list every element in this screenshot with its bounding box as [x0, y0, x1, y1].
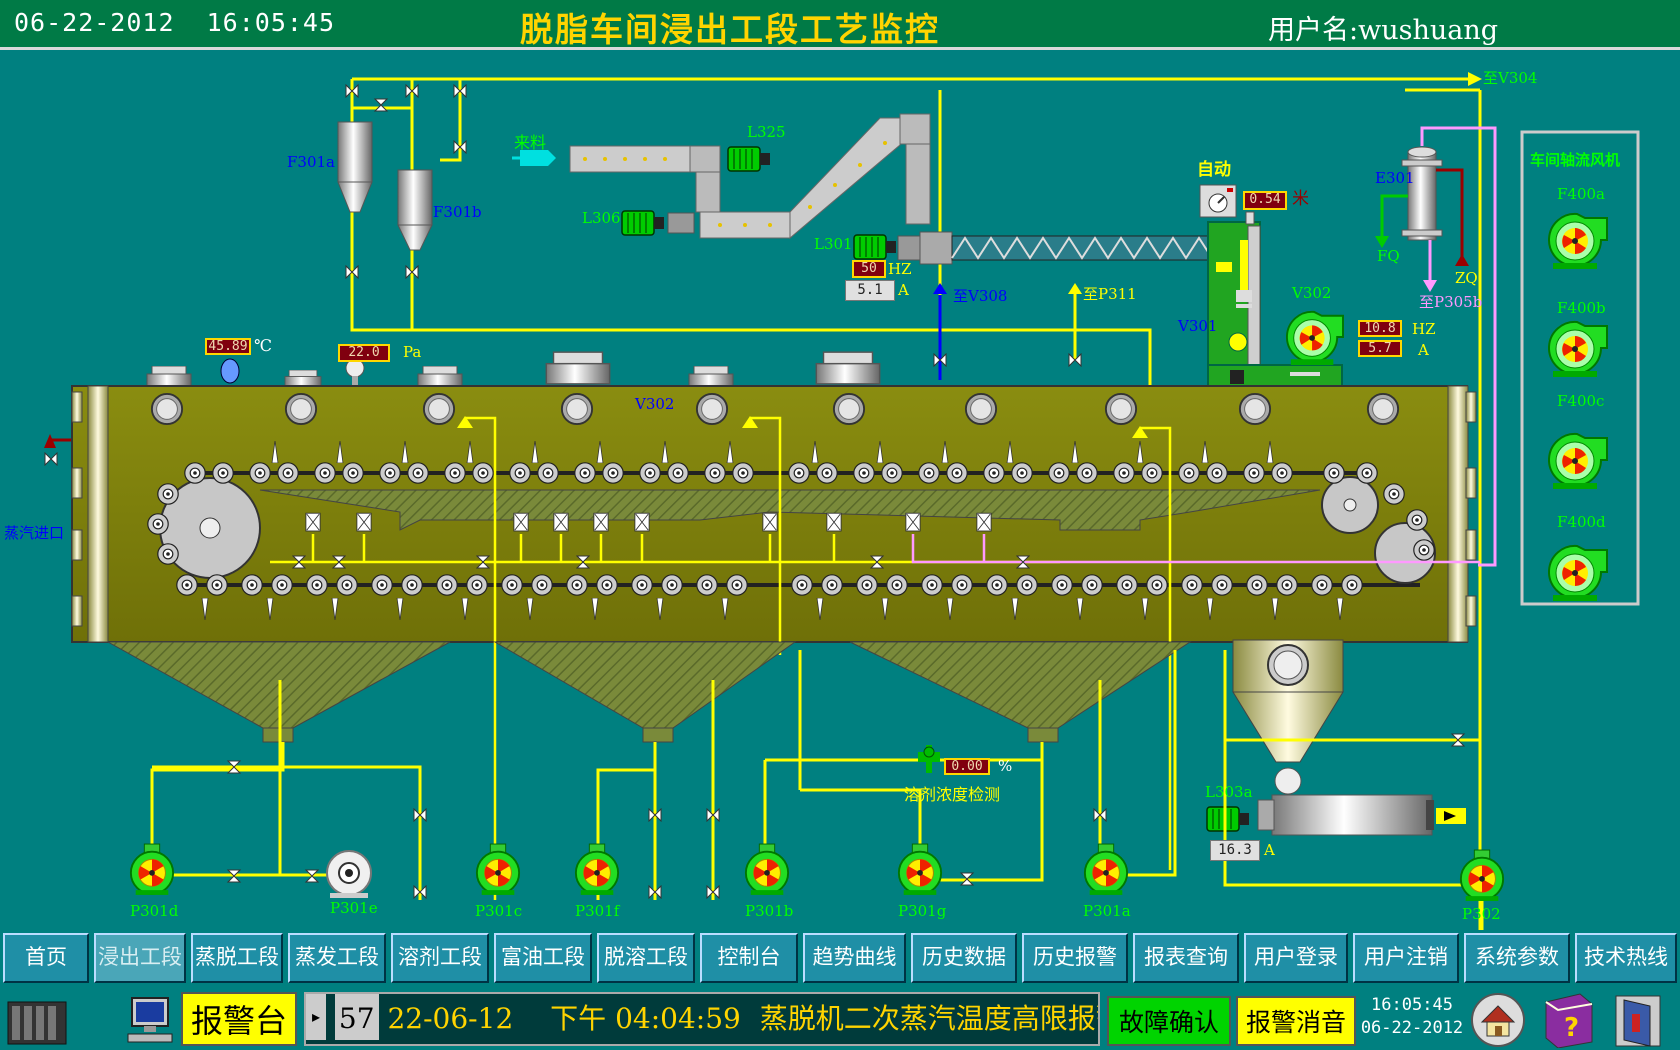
pressure-reading: 22.0	[338, 344, 390, 362]
v302-frequency: 10.8	[1358, 320, 1402, 337]
alarm-console-label[interactable]: 报警台	[181, 992, 297, 1046]
label-p301a: P301a	[1083, 902, 1131, 920]
label-p301g: P301g	[898, 902, 947, 920]
nav-home[interactable]: 首页	[3, 933, 89, 983]
label-l303a: L303a	[1205, 783, 1253, 801]
l301-current: 5.1	[845, 280, 895, 301]
nav-trend[interactable]: 趋势曲线	[803, 933, 906, 983]
svg-text:?: ?	[1564, 1013, 1579, 1043]
user-name: wushuang	[1358, 15, 1499, 46]
nav-report[interactable]: 报表查询	[1133, 933, 1239, 983]
nav-history-data[interactable]: 历史数据	[911, 933, 1017, 983]
label-v302-extractor: V302	[635, 395, 675, 413]
status-bar: 报警台 ▸ 57 22-06-12 下午 04:04:59 蒸脱机二次蒸汽温度高…	[0, 988, 1680, 1050]
alarm-message-box: ▸ 57 22-06-12 下午 04:04:59 蒸脱机二次蒸汽温度高限报警	[304, 992, 1100, 1046]
label-zq: ZQ	[1455, 269, 1478, 287]
v302-a-unit: A	[1418, 341, 1429, 359]
alarm-time: 04:04:59	[615, 1002, 741, 1035]
label-p301f: P301f	[575, 902, 620, 920]
v302-hz-unit: HZ	[1412, 320, 1436, 338]
label-l306: L306	[582, 209, 621, 227]
v302-current: 5.7	[1358, 340, 1402, 357]
l301-a-unit: A	[898, 281, 909, 299]
exit-door-icon[interactable]	[1610, 992, 1668, 1048]
fault-ack-button[interactable]: 故障确认	[1107, 996, 1231, 1046]
label-p302: P302	[1462, 905, 1501, 923]
solvent-concentration: 0.00	[944, 758, 990, 775]
nav-rich-oil[interactable]: 富油工段	[494, 933, 592, 983]
status-time: 16:05:45	[1371, 995, 1453, 1015]
label-to-p311: 至P311	[1083, 285, 1137, 303]
header-date: 06-22-2012	[14, 8, 175, 37]
label-f400a: F400a	[1557, 185, 1605, 203]
label-f301a: F301a	[287, 153, 335, 171]
nav-desolvent[interactable]: 脱溶工段	[597, 933, 695, 983]
header-datetime: 06-22-2012 16:05:45	[14, 8, 335, 37]
label-f400c: F400c	[1557, 392, 1605, 410]
alarm-scroll-arrow-icon[interactable]: ▸	[306, 994, 326, 1040]
alarm-ampm: 下午	[550, 1002, 607, 1035]
status-clock: 16:05:45 06-22-2012	[1360, 994, 1464, 1040]
user-display: 用户名:wushuang	[1268, 8, 1498, 47]
server-icon[interactable]	[6, 1000, 68, 1046]
nav-desolventizing[interactable]: 蒸脱工段	[191, 933, 283, 983]
temperature-reading: 45.89	[205, 338, 251, 355]
l303a-current: 16.3	[1210, 840, 1260, 861]
user-label: 用户名:	[1268, 15, 1359, 46]
label-steam-inlet: 蒸汽进口	[4, 524, 65, 542]
label-feed: 来料	[514, 133, 547, 152]
level-unit: 米	[1292, 189, 1309, 209]
label-to-p305b: 至P305b	[1419, 293, 1483, 311]
status-date: 06-22-2012	[1360, 1018, 1464, 1038]
v301-level: 0.54	[1243, 191, 1287, 210]
nav-logout[interactable]: 用户注销	[1353, 933, 1459, 983]
label-p301b: P301b	[745, 902, 794, 920]
l301-hz-unit: HZ	[888, 260, 912, 278]
home-icon[interactable]	[1470, 992, 1526, 1048]
alarm-silence-button[interactable]: 报警消音	[1236, 996, 1356, 1046]
nav-history-alarm[interactable]: 历史报警	[1022, 933, 1128, 983]
label-p301d: P301d	[130, 902, 179, 920]
label-f301b: F301b	[433, 203, 482, 221]
header-time: 16:05:45	[206, 8, 336, 37]
page-title: 脱脂车间浸出工段工艺监控	[520, 10, 940, 49]
nav-settings[interactable]: 系统参数	[1464, 933, 1570, 983]
nav-evaporation[interactable]: 蒸发工段	[288, 933, 386, 983]
label-v302-fan: V302	[1292, 284, 1332, 302]
alarm-count: 57	[334, 994, 379, 1040]
help-book-icon[interactable]: ?	[1540, 992, 1598, 1048]
label-p301e: P301e	[330, 899, 378, 917]
process-diagram	[44, 72, 1640, 930]
temp-unit: ℃	[254, 336, 272, 355]
label-fq: FQ	[1377, 247, 1400, 265]
computer-icon[interactable]	[124, 996, 176, 1046]
title-bar: 06-22-2012 16:05:45 脱脂车间浸出工段工艺监控 用户名:wus…	[0, 0, 1680, 50]
l303a-a-unit: A	[1264, 841, 1275, 859]
label-solvent-detect: 溶剂浓度检测	[904, 785, 1001, 804]
pressure-unit: Pa	[403, 343, 422, 361]
solvent-unit: %	[998, 757, 1013, 775]
label-auto: 自动	[1197, 160, 1231, 180]
nav-login[interactable]: 用户登录	[1244, 933, 1348, 983]
fan-panel-title: 车间轴流风机	[1530, 151, 1621, 169]
nav-hotline[interactable]: 技术热线	[1575, 933, 1677, 983]
label-v301: V301	[1178, 317, 1218, 335]
l301-frequency: 50	[852, 260, 886, 278]
alarm-date: 22-06-12	[387, 1002, 514, 1035]
nav-solvent[interactable]: 溶剂工段	[391, 933, 489, 983]
alarm-message: 蒸脱机二次蒸汽温度高限报警	[759, 1002, 1100, 1035]
label-f400d: F400d	[1557, 513, 1606, 531]
label-l325: L325	[747, 123, 786, 141]
nav-extraction[interactable]: 浸出工段	[94, 933, 186, 983]
label-to-v304: 至V304	[1483, 69, 1538, 87]
label-e301: E301	[1375, 169, 1415, 187]
label-f400b: F400b	[1557, 299, 1606, 317]
navigation-bar: 首页 浸出工段 蒸脱工段 蒸发工段 溶剂工段 富油工段 脱溶工段 控制台 趋势曲…	[0, 930, 1680, 986]
label-l301: L301	[814, 235, 853, 253]
label-p301c: P301c	[475, 902, 523, 920]
nav-console[interactable]: 控制台	[700, 933, 798, 983]
label-to-v308: 至V308	[953, 287, 1008, 305]
